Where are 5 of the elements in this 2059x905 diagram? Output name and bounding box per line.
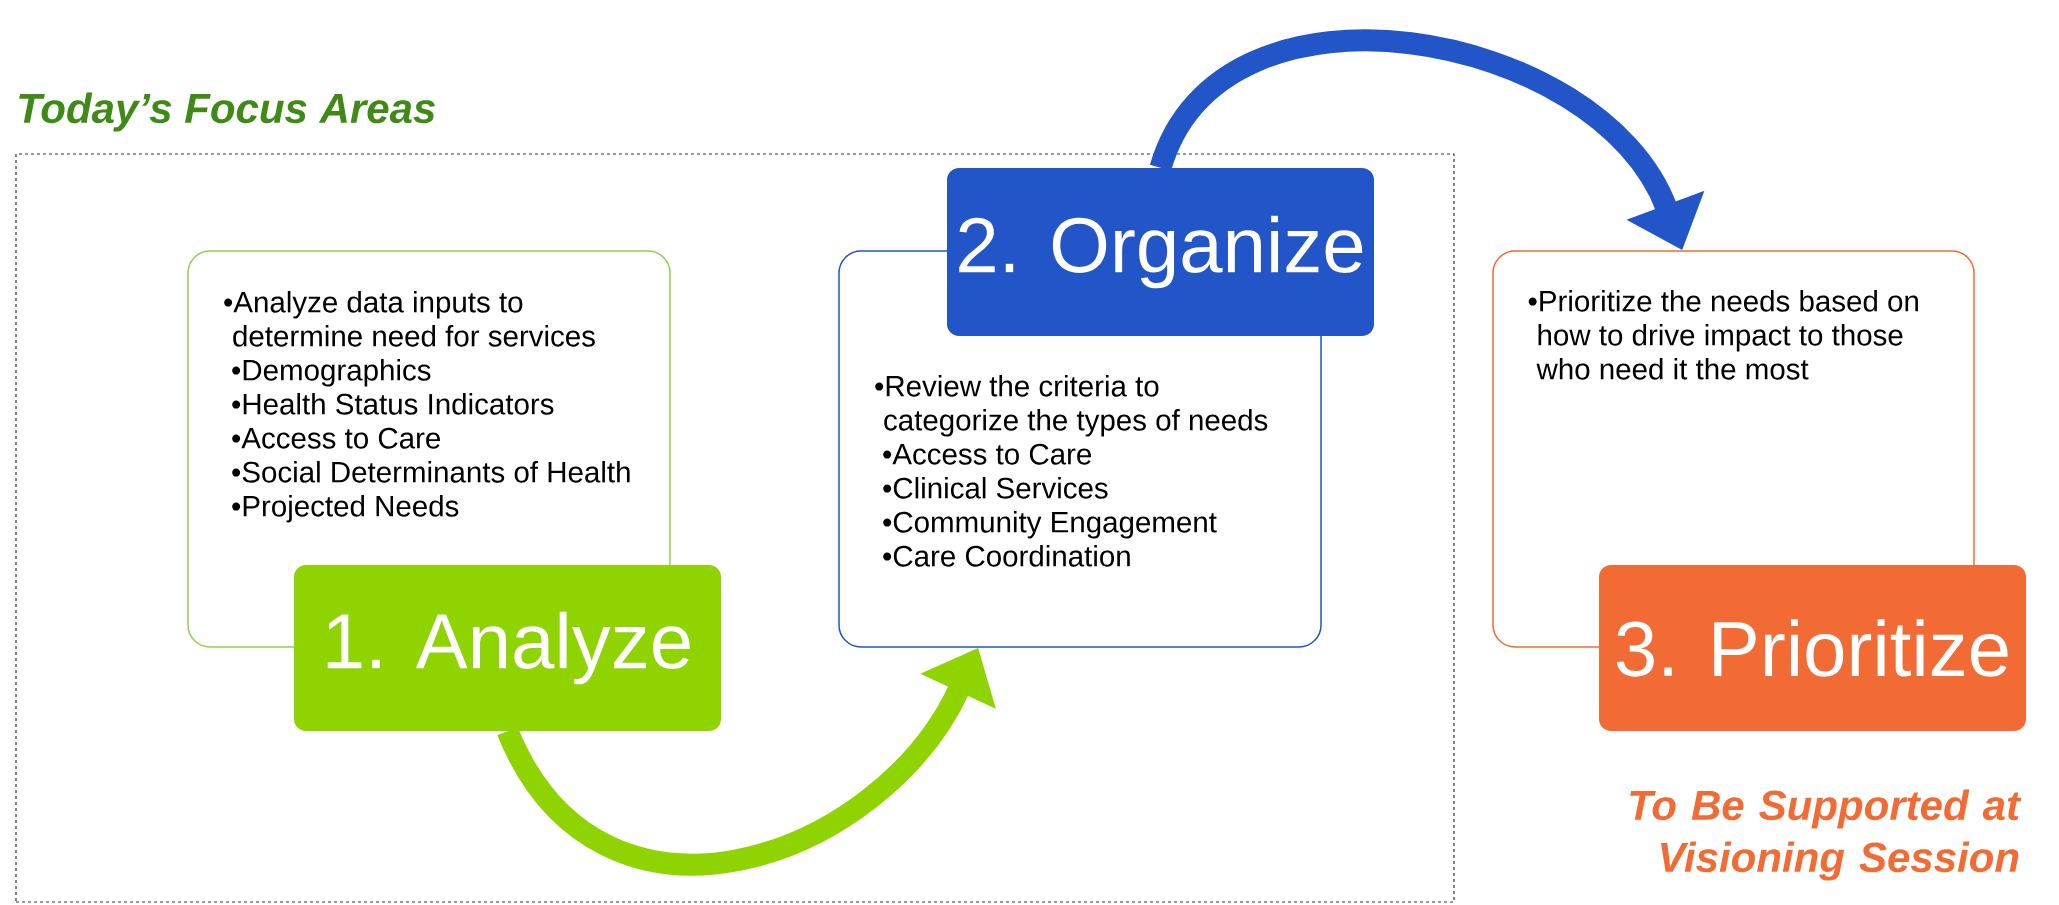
step-box: 1. Analyze: [294, 565, 721, 731]
step-box: 3. Prioritize: [1599, 565, 2026, 731]
step-box: 2. Organize: [947, 168, 1374, 336]
area-heading: Today’s Focus Areas: [19, 92, 435, 132]
session-note: To Be Supported at Visioning Session: [1630, 789, 2022, 881]
